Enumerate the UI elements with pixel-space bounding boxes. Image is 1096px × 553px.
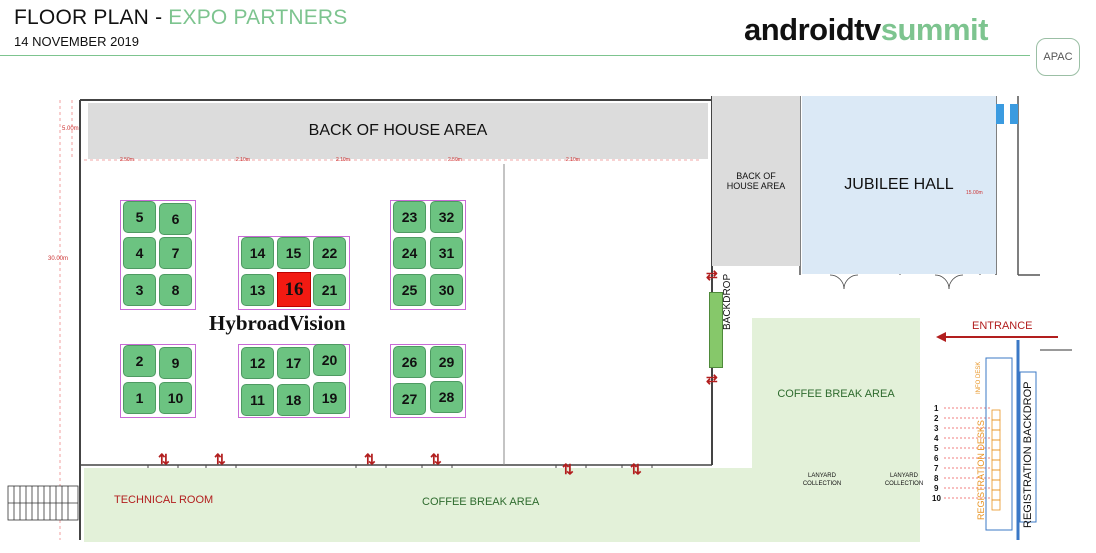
dimension-bay-4: 2.50m — [448, 157, 462, 163]
dimension-top: 5.00m — [62, 126, 79, 132]
door-arrow-icon: ⇅ — [214, 451, 226, 467]
registration-desk-number: 3 — [934, 424, 939, 433]
booth[interactable]: 13 — [241, 274, 274, 306]
booth[interactable]: 31 — [430, 237, 463, 269]
booth[interactable]: 18 — [277, 384, 310, 416]
booth[interactable]: 7 — [159, 237, 192, 269]
event-logo: androidtvsummit — [744, 12, 988, 48]
coffee-break-bottom-label: COFFEE BREAK AREA — [422, 496, 540, 508]
registration-desk-number: 6 — [934, 454, 939, 463]
back-of-house-small-label: BACK OF HOUSE AREA — [726, 171, 786, 191]
booth[interactable]: 20 — [313, 344, 346, 376]
booth[interactable]: 15 — [277, 237, 310, 269]
booth-cluster-frame — [238, 236, 350, 310]
booth[interactable]: 27 — [393, 383, 426, 415]
booth-cluster-frame — [390, 344, 466, 418]
title-sub: EXPO PARTNERS — [168, 6, 348, 29]
registration-desk-number: 5 — [934, 444, 939, 453]
booth-cluster-frame — [238, 344, 350, 418]
logo-badge: APAC — [1036, 38, 1080, 76]
booth-highlighted[interactable]: 16 — [277, 272, 311, 307]
dimension-bay-1: 2.50m — [120, 157, 134, 163]
booth-cluster-frame — [120, 200, 196, 310]
booth[interactable]: 32 — [430, 201, 463, 233]
registration-desks-label: REGISTRATION DESKS — [976, 420, 986, 520]
booth[interactable]: 21 — [313, 274, 346, 306]
booth[interactable]: 22 — [313, 237, 346, 269]
booth[interactable]: 6 — [159, 203, 192, 235]
coffee-break-right-label: COFFEE BREAK AREA — [777, 388, 895, 400]
door-arrow-icon: ⇅ — [158, 451, 170, 467]
booth[interactable]: 12 — [241, 347, 274, 379]
registration-desk-number: 1 — [934, 404, 939, 413]
booth[interactable]: 26 — [393, 346, 426, 378]
booth[interactable]: 17 — [277, 347, 310, 379]
booth[interactable]: 11 — [241, 384, 274, 416]
registration-desk-number: 10 — [932, 494, 941, 503]
back-of-house-label: BACK OF HOUSE AREA — [308, 122, 488, 139]
dimension-bay-5: 2.10m — [566, 157, 580, 163]
booth[interactable]: 23 — [393, 201, 426, 233]
booth[interactable]: 19 — [313, 382, 346, 414]
booth[interactable]: 8 — [159, 274, 192, 306]
logo-part-1: androidtv — [744, 12, 881, 47]
registration-backdrop-label: REGISTRATION BACKDROP — [1022, 381, 1034, 528]
jubilee-hall: JUBILEE HALL — [802, 96, 996, 274]
booth[interactable]: 10 — [159, 382, 192, 414]
door-arrow-icon: ⇅ — [364, 451, 376, 467]
info-desk-label: INFO DESK — [976, 361, 982, 394]
lanyard-collection-label: LANYARD COLLECTION — [802, 473, 842, 487]
booth[interactable]: 24 — [393, 237, 426, 269]
booth[interactable]: 29 — [430, 346, 463, 378]
backdrop-panel — [709, 292, 723, 368]
booth[interactable]: 25 — [393, 274, 426, 306]
event-date: 14 NOVEMBER 2019 — [14, 34, 140, 49]
back-of-house-small-area: BACK OF HOUSE AREA — [712, 96, 800, 266]
door-arrow-icon: ⇄ — [706, 371, 718, 387]
door-arrow-icon: ⇄ — [706, 267, 718, 283]
dimension-bay-2: 2.10m — [236, 157, 250, 163]
booth[interactable]: 9 — [159, 347, 192, 379]
booth[interactable]: 5 — [123, 201, 156, 233]
registration-desk-number: 4 — [934, 434, 939, 443]
dimension-bay-3: 2.10m — [336, 157, 350, 163]
coffee-break-area-bottom — [84, 468, 920, 542]
booth[interactable]: 1 — [123, 382, 156, 414]
jubilee-hall-label: JUBILEE HALL — [844, 176, 954, 193]
backdrop-label: BACKDROP — [722, 273, 733, 330]
registration-desk-number: 8 — [934, 474, 939, 483]
lanyard-collection-label: LANYARD COLLECTION — [884, 473, 924, 487]
door-arrow-icon: ⇅ — [430, 451, 442, 467]
page-title: FLOOR PLAN - EXPO PARTNERS — [14, 6, 348, 30]
registration-desk-number: 9 — [934, 484, 939, 493]
entrance-label: ENTRANCE — [972, 320, 1033, 332]
booth-cluster-frame — [120, 344, 196, 418]
booth[interactable]: 28 — [430, 381, 463, 413]
dimension-hall: 15.00m — [966, 190, 983, 196]
booth[interactable]: 14 — [241, 237, 274, 269]
door-arrow-icon: ⇅ — [630, 461, 642, 477]
booth-cluster-frame — [390, 200, 466, 310]
booth[interactable]: 4 — [123, 237, 156, 269]
logo-part-2: summit — [880, 12, 989, 47]
back-of-house-area: BACK OF HOUSE AREA — [88, 103, 708, 159]
door-arrow-icon: ⇅ — [562, 461, 574, 477]
booth[interactable]: 30 — [430, 274, 463, 306]
registration-desk-number: 7 — [934, 464, 939, 473]
partner-name: HybroadVision — [209, 311, 346, 335]
title-main: FLOOR PLAN - — [14, 6, 169, 29]
dimension-height: 30.00m — [48, 256, 69, 262]
technical-room-label: TECHNICAL ROOM — [114, 494, 214, 506]
registration-desk-number: 2 — [934, 414, 939, 423]
booth[interactable]: 3 — [123, 274, 156, 306]
header-divider — [0, 55, 1030, 56]
booth[interactable]: 2 — [123, 345, 156, 377]
coffee-break-area-right: COFFEE BREAK AREA — [752, 318, 920, 470]
